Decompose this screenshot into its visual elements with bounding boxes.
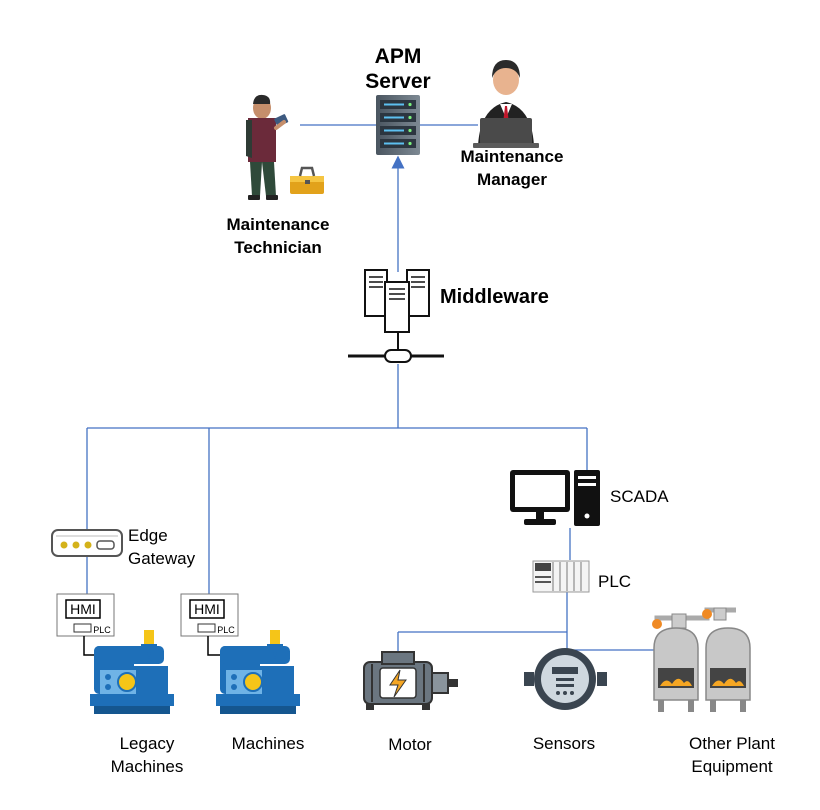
plc-label: PLC <box>598 572 632 591</box>
edge-gateway-line2: Gateway <box>128 549 196 568</box>
legacy-line2: Machines <box>110 757 184 776</box>
manager-line1: Maintenance <box>460 147 564 166</box>
connectors <box>86 124 660 652</box>
scada-workstation-icon <box>510 470 600 526</box>
machines-label: Machines <box>231 734 305 753</box>
hmi-panel-legacy: HMI PLC <box>56 593 115 637</box>
technician-line1: Maintenance <box>226 215 330 234</box>
hmi-legacy-cable <box>83 636 96 656</box>
edge-gateway-icon <box>51 529 123 557</box>
hmi-text: HMI <box>70 601 96 617</box>
sensor-meter-icon <box>524 648 607 710</box>
hmi-machines-cable <box>207 636 220 656</box>
sensors-label: Sensors <box>532 734 596 753</box>
plc-rack-icon <box>532 560 590 593</box>
apm-server-label: APM Server <box>340 44 456 94</box>
other-line1: Other Plant <box>689 734 775 753</box>
toolbox-icon <box>290 166 324 194</box>
machine-icon <box>216 630 300 714</box>
scada-label: SCADA <box>610 487 669 506</box>
other-line2: Equipment <box>691 757 773 776</box>
hmi-plc-text: PLC <box>93 625 111 635</box>
middleware-label: Middleware <box>440 286 549 308</box>
technician-figure-icon <box>246 94 289 200</box>
middleware-servers-icon <box>348 269 444 363</box>
technician-line2: Technician <box>234 238 322 257</box>
apm-server-line2: Server <box>365 70 431 93</box>
other-equipment-label: Other Plant Equipment <box>670 732 794 778</box>
hmi-panel-machines: HMI PLC <box>180 593 239 637</box>
technician-label: Maintenance Technician <box>208 213 348 259</box>
legacy-machines-label: Legacy Machines <box>97 732 197 778</box>
motor-label: Motor <box>388 735 432 754</box>
manager-avatar-icon <box>473 60 539 148</box>
legacy-machine-icon <box>90 630 174 714</box>
hmi-plc-text: PLC <box>217 625 235 635</box>
edge-gateway-line1: Edge <box>128 526 168 545</box>
apm-server-line1: APM <box>374 45 422 68</box>
server-rack-icon <box>376 95 420 155</box>
motor-icon <box>363 651 458 710</box>
legacy-line1: Legacy <box>119 734 175 753</box>
manager-line2: Manager <box>477 170 547 189</box>
plant-tanks-icon <box>652 607 751 712</box>
edge-gateway-label: Edge Gateway <box>128 524 195 570</box>
hmi-text: HMI <box>194 601 220 617</box>
manager-label: Maintenance Manager <box>442 145 582 191</box>
